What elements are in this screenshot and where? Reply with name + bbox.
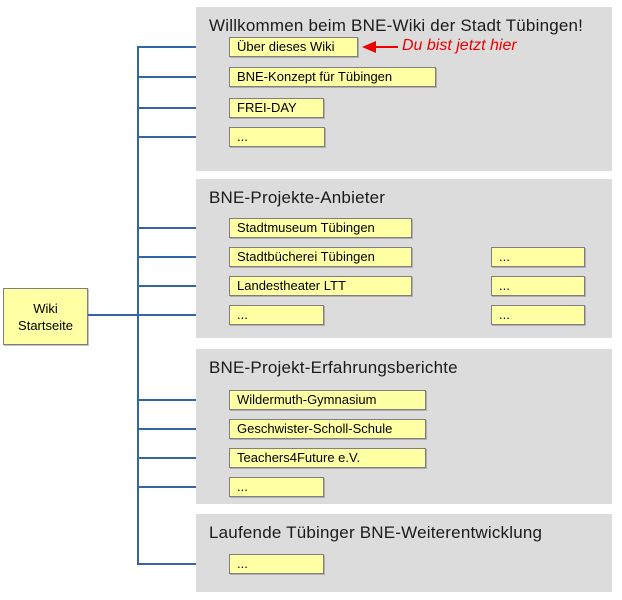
branch-line xyxy=(138,314,214,316)
section-title: BNE-Projekte-Anbieter xyxy=(209,188,386,207)
branch-line xyxy=(138,76,214,78)
branch-line xyxy=(138,256,214,258)
node-more-4[interactable]: ... xyxy=(229,554,324,574)
branch-line xyxy=(138,457,214,459)
branch-line xyxy=(138,46,214,48)
node-frei-day[interactable]: FREI-DAY xyxy=(229,98,324,118)
root-node-label-line2: Startseite xyxy=(18,317,73,333)
subnode-more-c[interactable]: ... xyxy=(491,305,585,325)
node-bne-konzept[interactable]: BNE-Konzept für Tübingen xyxy=(229,67,436,87)
root-node-label-line1: Wiki xyxy=(33,300,58,316)
subnode-more-a[interactable]: ... xyxy=(491,247,585,267)
branch-line xyxy=(138,486,214,488)
branch-line xyxy=(138,107,214,109)
annotation-label: Du bist jetzt hier xyxy=(402,37,517,54)
branch-line xyxy=(138,399,214,401)
node-stadtbuecherei[interactable]: Stadtbücherei Tübingen xyxy=(229,247,412,267)
branch-line xyxy=(138,136,214,138)
node-more-3[interactable]: ... xyxy=(229,477,324,497)
section-panel-anbieter: BNE-Projekte-Anbieter Stadtmuseum Tübing… xyxy=(196,179,612,338)
branch-line xyxy=(138,428,214,430)
section-panel-weiterentwicklung: Laufende Tübinger BNE-Weiterentwicklung … xyxy=(196,514,612,592)
red-arrow-tail-line xyxy=(375,46,398,48)
root-node-wiki-startseite[interactable]: Wiki Startseite xyxy=(3,288,88,345)
node-landestheater[interactable]: Landestheater LTT xyxy=(229,276,412,296)
node-teachers4future[interactable]: Teachers4Future e.V. xyxy=(229,448,426,468)
section-title: Willkommen beim BNE-Wiki der Stadt Tübin… xyxy=(209,16,584,35)
section-panel-willkommen: Willkommen beim BNE-Wiki der Stadt Tübin… xyxy=(196,7,612,171)
section-title: Laufende Tübinger BNE-Weiterentwicklung xyxy=(209,523,543,542)
subnode-more-b[interactable]: ... xyxy=(491,276,585,296)
branch-line xyxy=(138,285,214,287)
node-more-1[interactable]: ... xyxy=(229,127,325,147)
section-title: BNE-Projekt-Erfahrungsberichte xyxy=(209,358,458,377)
node-geschwister-scholl[interactable]: Geschwister-Scholl-Schule xyxy=(229,419,426,439)
node-more-2[interactable]: ... xyxy=(229,305,324,325)
root-connector-line xyxy=(88,314,138,316)
node-ueber-dieses-wiki[interactable]: Über dieses Wiki xyxy=(229,37,358,57)
branch-line xyxy=(138,227,214,229)
node-wildermuth[interactable]: Wildermuth-Gymnasium xyxy=(229,390,426,410)
branch-line xyxy=(138,563,214,565)
section-panel-erfahrungsberichte: BNE-Projekt-Erfahrungsberichte Wildermut… xyxy=(196,349,612,504)
node-stadtmuseum[interactable]: Stadtmuseum Tübingen xyxy=(229,218,412,238)
trunk-connector-line xyxy=(137,46,139,565)
arrow-left-red-icon xyxy=(362,41,376,53)
